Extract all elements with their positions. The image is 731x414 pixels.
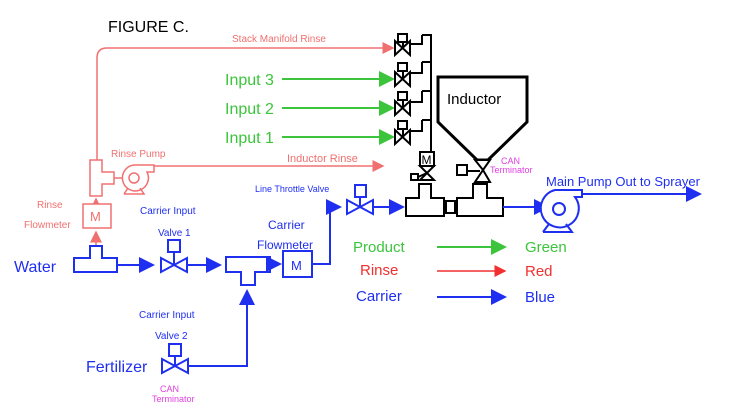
inductor-tee (456, 183, 504, 217)
inductor-can-terminator-2: Terminator (490, 165, 533, 175)
rinse-pump-label: Rinse Pump (111, 149, 166, 160)
manifold-valve-input-1 (394, 120, 411, 147)
fertilizer-can-terminator-1: CAN (160, 384, 179, 394)
rinse-flowmeter-label-1: Rinse (37, 200, 63, 211)
input-1-label: Input 1 (225, 130, 274, 147)
rinse-tee (89, 159, 115, 197)
rinse-pump-icon (114, 164, 155, 195)
inductor-hopper: Inductor (436, 75, 529, 183)
manifold-valve-rinse (394, 33, 411, 58)
carrier-input-2-label-a: Carrier Input (139, 310, 195, 321)
stack-manifold: M (394, 33, 437, 181)
carrier-flowmeter-symbol: M (291, 258, 302, 273)
water-tee (73, 245, 118, 273)
legend-carrier: Carrier (356, 288, 402, 305)
input-2-label: Input 2 (225, 101, 274, 118)
stack-manifold-rinse-label: Stack Manifold Rinse (232, 34, 326, 45)
coupler (445, 200, 456, 214)
carrier-flowmeter-icon (282, 250, 313, 278)
main-pump-label: Main Pump Out to Sprayer (546, 174, 701, 189)
fertilizer-label: Fertilizer (86, 359, 148, 376)
inductor-valve-actuator (456, 164, 468, 176)
inductor-label: Inductor (447, 91, 501, 108)
carrier-input-2-label-b: Valve 2 (155, 331, 188, 342)
inductor-rinse-label: Inductor Rinse (287, 153, 358, 165)
manifold-meter-symbol: M (422, 153, 432, 167)
line-throttle-valve-label: Line Throttle Valve (255, 184, 329, 194)
carrier-input-1-label-a: Carrier Input (140, 206, 196, 217)
legend-rinse: Rinse (360, 262, 398, 279)
rinse-flowmeter-icon (82, 203, 112, 229)
carrier-valve-2-icon (161, 343, 189, 375)
carrier-valve-1-icon (160, 239, 188, 274)
legend-red: Red (525, 263, 553, 280)
legend-green: Green (525, 239, 567, 256)
rinse-lines (96, 42, 395, 172)
manifold-valve-input-3 (394, 62, 411, 89)
manifold-valve-input-2 (394, 91, 411, 118)
line-throttle-valve-icon (346, 184, 374, 216)
legend-product: Product (353, 239, 406, 256)
legend-blue: Blue (525, 289, 555, 306)
carrier-flowmeter-label-a: Carrier (268, 218, 305, 232)
carrier-flowmeter-label-b: Flowmeter (257, 238, 313, 252)
carrier-junction-tee (225, 256, 271, 286)
rinse-flowmeter-symbol: M (90, 209, 101, 224)
input-3-label: Input 3 (225, 72, 274, 89)
carrier-input-1-label-b: Valve 1 (158, 228, 191, 239)
main-pump-icon (539, 189, 583, 233)
figure-title: FIGURE C. (108, 19, 189, 36)
legend: Product Green Rinse Red Carrier Blue (353, 239, 567, 306)
manifold-tee (405, 183, 445, 217)
rinse-flowmeter-label-2: Flowmeter (24, 220, 71, 231)
water-label: Water (14, 259, 57, 276)
inductor-can-terminator-1: CAN (501, 156, 520, 166)
fertilizer-can-terminator-2: Terminator (152, 394, 195, 404)
